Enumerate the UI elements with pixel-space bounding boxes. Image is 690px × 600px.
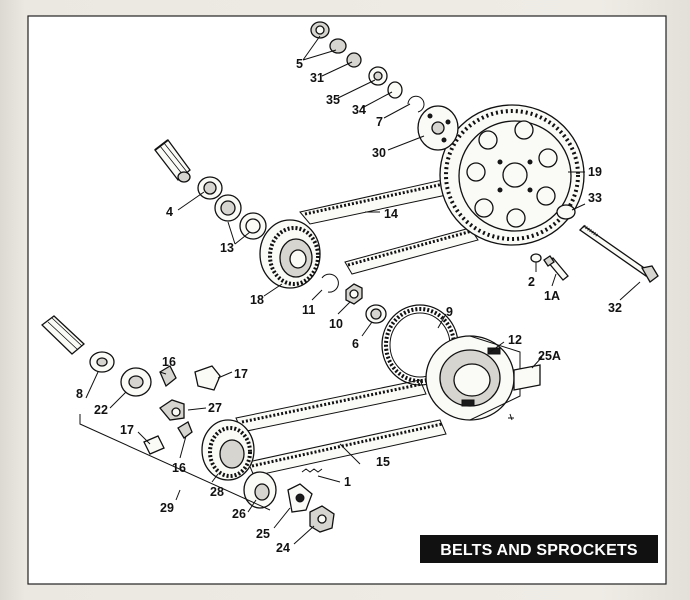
callout-4: 4 bbox=[166, 205, 173, 219]
callout-2: 2 bbox=[528, 275, 535, 289]
callout-18: 18 bbox=[250, 293, 264, 307]
callout-35: 35 bbox=[326, 93, 340, 107]
callout-14: 14 bbox=[384, 207, 398, 221]
upper-belt bbox=[299, 175, 479, 275]
callout-17-top: 17 bbox=[234, 367, 248, 381]
callout-16-bottom: 16 bbox=[172, 461, 186, 475]
rear-hub-parts bbox=[310, 21, 459, 151]
compensator-parts bbox=[143, 365, 221, 455]
callout-15: 15 bbox=[376, 455, 390, 469]
callout-31: 31 bbox=[310, 71, 324, 85]
callout-6: 6 bbox=[352, 337, 359, 351]
title-banner: BELTS AND SPROCKETS bbox=[420, 535, 658, 563]
callout-27: 27 bbox=[208, 401, 222, 415]
rear-sprocket bbox=[439, 104, 585, 246]
callout-33: 33 bbox=[588, 191, 602, 205]
callout-labels: 5 31 35 34 7 30 19 33 4 14 13 18 11 10 6… bbox=[76, 57, 622, 555]
callout-17-bottom: 17 bbox=[120, 423, 134, 437]
callout-32: 32 bbox=[608, 301, 622, 315]
callout-1: 1 bbox=[344, 475, 351, 489]
lower-belt bbox=[235, 379, 447, 477]
callout-11: 11 bbox=[302, 303, 315, 317]
callout-5: 5 bbox=[296, 57, 303, 71]
callout-1A: 1A bbox=[544, 289, 560, 303]
rear-axle bbox=[530, 204, 659, 283]
callout-12: 12 bbox=[508, 333, 522, 347]
callout-25A: 25A bbox=[538, 349, 561, 363]
callout-22: 22 bbox=[94, 403, 108, 417]
callout-19: 19 bbox=[588, 165, 602, 179]
leader-lines bbox=[79, 35, 641, 545]
transmission-shaft bbox=[154, 139, 267, 240]
diagram-title: BELTS AND SPROCKETS bbox=[440, 542, 638, 559]
callout-9: 9 bbox=[446, 305, 453, 319]
clutch-drum bbox=[425, 335, 521, 421]
callout-26: 26 bbox=[232, 507, 246, 521]
pulley-fasteners bbox=[321, 273, 387, 324]
callout-29: 29 bbox=[160, 501, 174, 515]
front-sprocket bbox=[201, 419, 335, 533]
engine-shaft bbox=[41, 315, 152, 397]
callout-24: 24 bbox=[276, 541, 290, 555]
callout-10: 10 bbox=[329, 317, 343, 331]
callout-13: 13 bbox=[220, 241, 234, 255]
callout-30: 30 bbox=[372, 146, 386, 160]
callout-34: 34 bbox=[352, 103, 366, 117]
callout-7: 7 bbox=[376, 115, 383, 129]
label-plate-25a bbox=[513, 364, 541, 391]
callout-16-top: 16 bbox=[162, 355, 176, 369]
callout-25: 25 bbox=[256, 527, 270, 541]
callout-28: 28 bbox=[210, 485, 224, 499]
front-pulley bbox=[259, 219, 321, 289]
callout-8: 8 bbox=[76, 387, 83, 401]
